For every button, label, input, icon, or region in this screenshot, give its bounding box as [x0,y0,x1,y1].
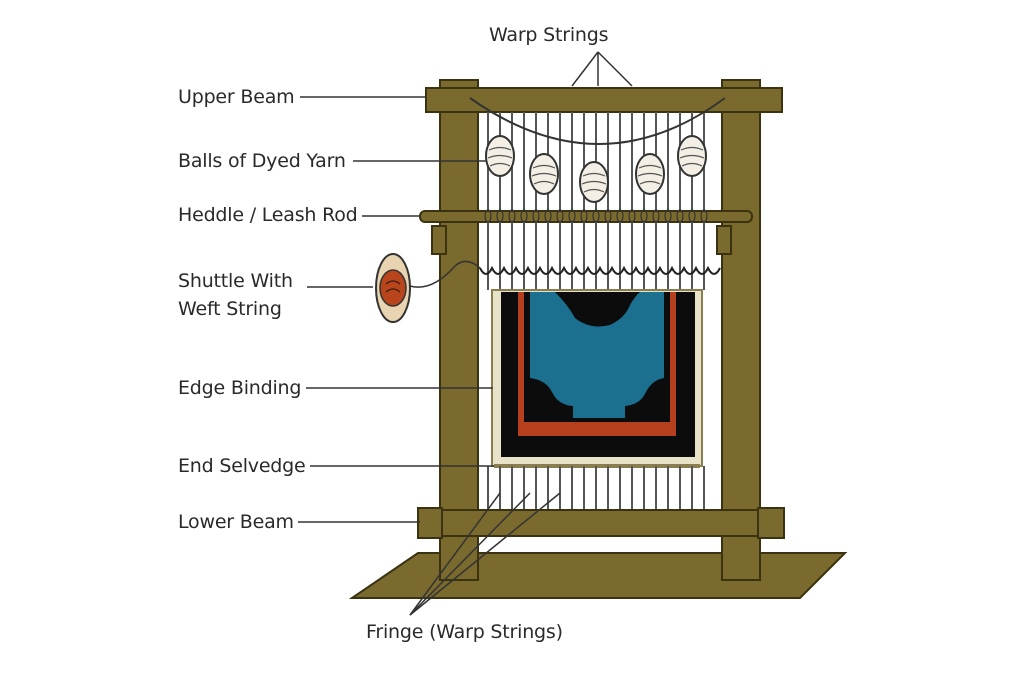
upper-beam [425,87,783,113]
rug-blue-field [530,292,664,418]
right-post [721,79,761,581]
warp-strings-middle [487,222,705,290]
lower-beam [419,509,785,537]
right-bracket [716,225,732,255]
label-upper-beam: Upper Beam [178,86,295,108]
shuttle [375,253,481,323]
yarn-balls [485,135,707,203]
label-heddle-leash-rod: Heddle / Leash Rod [178,204,358,226]
rug [491,289,703,468]
label-end-selvedge: End Selvedge [178,455,306,477]
left-post [439,79,479,581]
label-edge-binding: Edge Binding [178,377,302,399]
leader-lines [298,51,633,616]
warp-strings-lower [487,466,705,512]
right-block [757,507,785,539]
label-shuttle-line1: Shuttle With [178,270,293,292]
shuttle-weft-link [409,260,481,288]
label-balls-of-dyed-yarn: Balls of Dyed Yarn [178,150,346,172]
weft-string [479,265,721,275]
yarn-arc [469,97,726,145]
left-block [417,507,443,539]
label-fringe: Fringe (Warp Strings) [366,621,563,643]
label-lower-beam: Lower Beam [178,511,294,533]
left-bracket [431,225,447,255]
label-warp-strings: Warp Strings [489,24,609,46]
loom-base [348,552,848,599]
label-shuttle-line2: Weft String [178,298,282,320]
rug-inner-band [518,430,676,436]
